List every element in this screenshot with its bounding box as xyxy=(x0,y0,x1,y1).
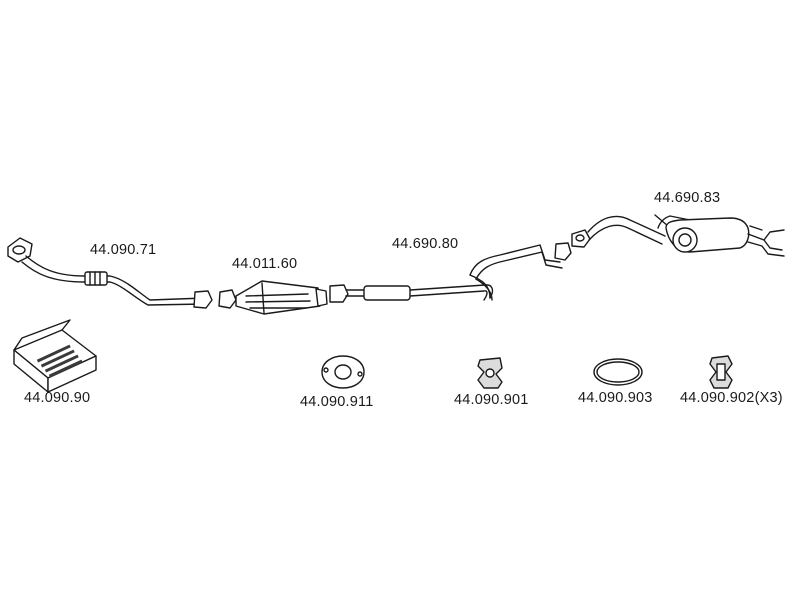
gasket-label: 44.090.911 xyxy=(300,394,374,410)
rubber-mount-label: 44.090.901 xyxy=(454,392,529,408)
catalytic-converter-label: 44.011.60 xyxy=(232,256,298,272)
fitting-kit-label: 44.090.90 xyxy=(24,390,91,406)
rubber-mount-x3-part[interactable] xyxy=(709,355,733,389)
rear-silencer-part[interactable] xyxy=(571,214,785,257)
gasket-part[interactable] xyxy=(321,355,365,389)
fitting-kit-box[interactable] xyxy=(13,319,97,393)
rear-silencer-label: 44.690.83 xyxy=(654,190,721,206)
seal-ring-part[interactable] xyxy=(593,358,643,386)
seal-ring-label: 44.090.903 xyxy=(578,390,653,406)
front-pipe-label: 44.090.71 xyxy=(90,242,157,258)
front-pipe-part[interactable] xyxy=(7,237,213,309)
rubber-mount-part[interactable] xyxy=(477,357,503,389)
rubber-mount-x3-label: 44.090.902(X3) xyxy=(680,390,783,406)
catalytic-converter-part[interactable] xyxy=(218,280,328,315)
centre-silencer-label: 44.690.80 xyxy=(392,236,459,252)
centre-silencer-part[interactable] xyxy=(329,242,572,303)
